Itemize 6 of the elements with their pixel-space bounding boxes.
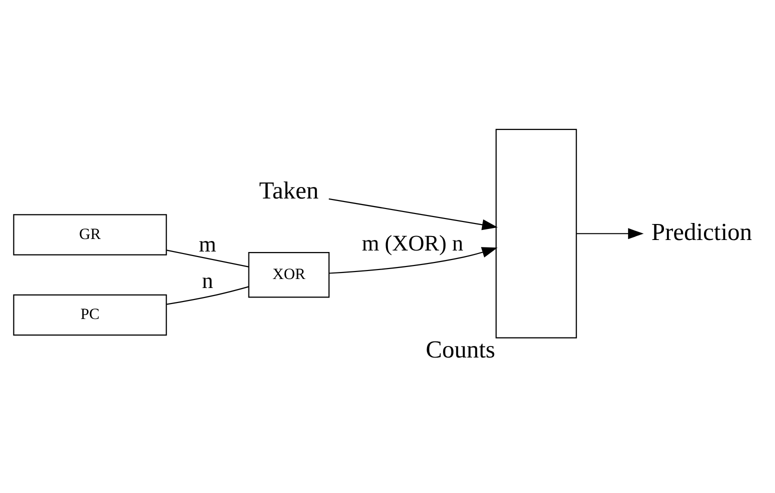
edge-label: m (XOR) n bbox=[362, 230, 464, 255]
node-text: Prediction bbox=[651, 218, 752, 246]
node-text: Taken bbox=[259, 177, 319, 204]
node-label: Counts bbox=[426, 336, 496, 363]
edge-label: n bbox=[202, 268, 214, 293]
edge-label: m bbox=[198, 230, 216, 256]
